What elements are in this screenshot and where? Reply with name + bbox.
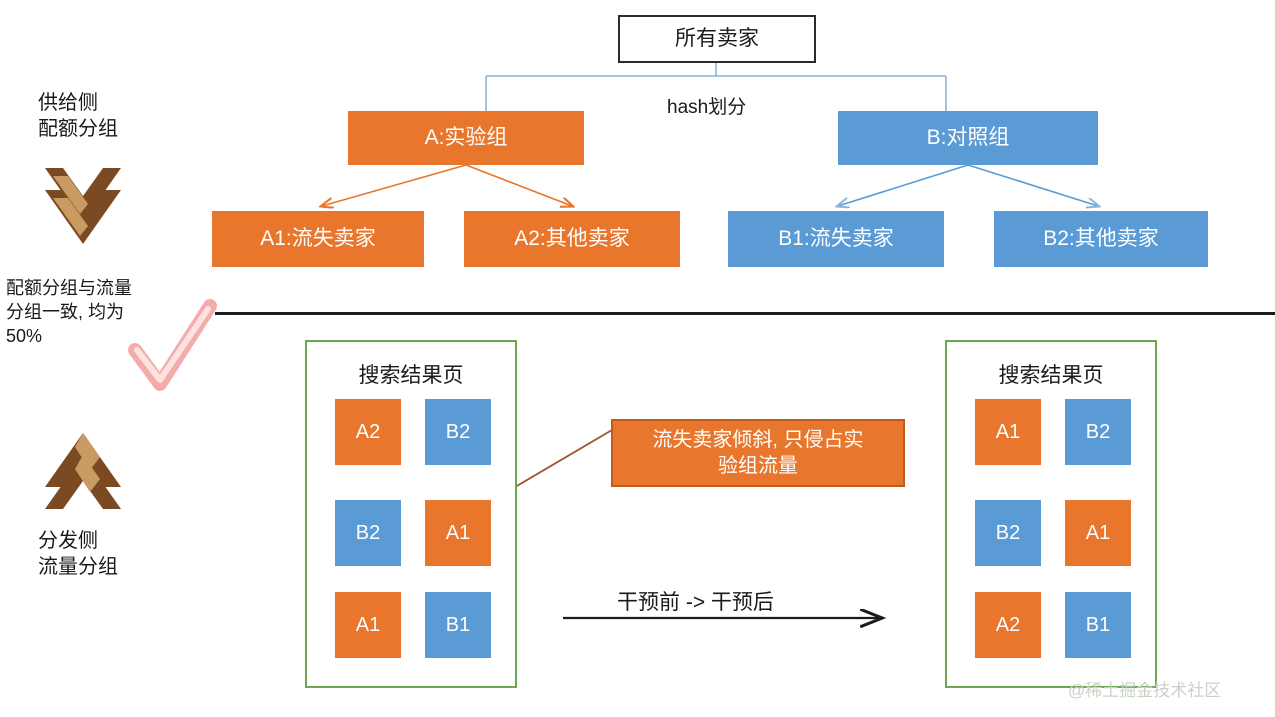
cell-label: A1 <box>1085 521 1111 544</box>
panel-before-cell-4[interactable]: A1 <box>335 592 401 658</box>
panel-before-cell-5[interactable]: B1 <box>425 592 491 658</box>
section-divider <box>215 312 1275 315</box>
panel-after-cell-2[interactable]: B2 <box>975 500 1041 566</box>
node-b1-churned-sellers[interactable]: B1:流失卖家 <box>728 211 944 267</box>
panel-after-intervention: 搜索结果页 A1 B2 B2 A1 A2 B1 <box>945 340 1157 688</box>
panel-after-cell-4[interactable]: A2 <box>975 592 1041 658</box>
panel-after-cell-3[interactable]: A1 <box>1065 500 1131 566</box>
callout-churned-seller-skew: 流失卖家倾斜, 只侵占实 验组流量 <box>611 419 905 487</box>
cell-label: B2 <box>445 420 471 443</box>
group-b-connectors <box>838 164 1098 206</box>
cell-label: B2 <box>995 521 1021 544</box>
distribution-side-caption: 分发侧 流量分组 <box>38 530 118 579</box>
panel-before-cell-3[interactable]: A1 <box>425 500 491 566</box>
panel-after-cell-1[interactable]: B2 <box>1065 399 1131 465</box>
watermark: @稀土掘金技术社区 <box>1068 681 1222 700</box>
node-b2-label: B2:其他卖家 <box>1043 227 1159 251</box>
node-a2-label: A2:其他卖家 <box>514 227 630 251</box>
node-a2-other-sellers[interactable]: A2:其他卖家 <box>464 211 680 267</box>
panel-before-intervention: 搜索结果页 A2 B2 B2 A1 A1 B1 <box>305 340 517 688</box>
panel-before-cell-1[interactable]: B2 <box>425 399 491 465</box>
cell-label: A2 <box>355 420 381 443</box>
node-b2-other-sellers[interactable]: B2:其他卖家 <box>994 211 1208 267</box>
panel-before-title: 搜索结果页 <box>358 364 464 387</box>
group-a-connectors <box>322 164 572 206</box>
quota-note-caption: 配额分组与流量 分组一致, 均为 50% <box>6 278 132 346</box>
panel-before-cell-0[interactable]: A2 <box>335 399 401 465</box>
cell-label: B2 <box>1085 420 1111 443</box>
cell-label: A1 <box>995 420 1021 443</box>
node-group-b-label: B:对照组 <box>926 126 1010 150</box>
double-chevron-down-icon <box>45 168 121 244</box>
panel-after-cell-0[interactable]: A1 <box>975 399 1041 465</box>
node-all-sellers-label: 所有卖家 <box>675 27 759 51</box>
cell-label: A1 <box>445 521 471 544</box>
node-group-a[interactable]: A:实验组 <box>348 111 584 165</box>
cell-label: B2 <box>355 521 381 544</box>
cell-label: B1 <box>1085 613 1111 636</box>
hash-split-label: hash划分 <box>667 97 747 118</box>
node-b1-label: B1:流失卖家 <box>778 227 894 251</box>
node-a1-label: A1:流失卖家 <box>260 227 376 251</box>
node-group-a-label: A:实验组 <box>424 126 508 150</box>
panel-before-cell-2[interactable]: B2 <box>335 500 401 566</box>
transition-label: 干预前 -> 干预后 <box>617 591 774 614</box>
panel-after-title: 搜索结果页 <box>998 364 1104 387</box>
supply-side-caption: 供给侧 配额分组 <box>38 92 118 141</box>
cell-label: A1 <box>355 613 381 636</box>
double-chevron-up-icon <box>45 433 121 509</box>
cell-label: A2 <box>995 613 1021 636</box>
node-a1-churned-sellers[interactable]: A1:流失卖家 <box>212 211 424 267</box>
node-all-sellers[interactable]: 所有卖家 <box>618 15 816 63</box>
node-group-b[interactable]: B:对照组 <box>838 111 1098 165</box>
cell-label: B1 <box>445 613 471 636</box>
panel-after-cell-5[interactable]: B1 <box>1065 592 1131 658</box>
